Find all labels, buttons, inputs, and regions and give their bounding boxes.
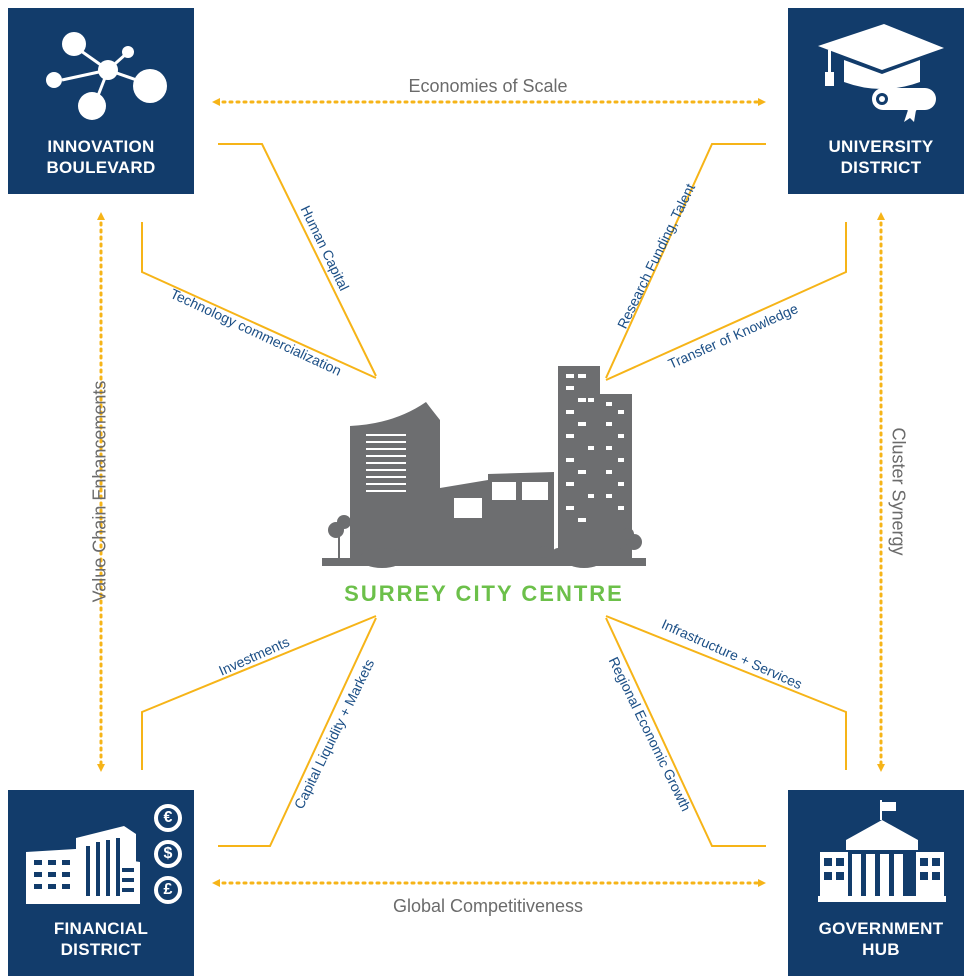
government-building-icon: [818, 800, 946, 902]
relation-global-competitiveness: Global Competitiveness: [392, 896, 584, 916]
node-label-line1: UNIVERSITY: [828, 137, 934, 156]
link-line-government-bottom: [605, 617, 766, 847]
node-label-line1: GOVERNMENT: [818, 919, 944, 938]
node-label-line2: BOULEVARD: [46, 158, 156, 177]
link-line-financial-bottom: [218, 617, 377, 847]
node-label-line1: FINANCIAL: [53, 919, 149, 938]
node-label-line2: DISTRICT: [60, 940, 142, 959]
graduation-cap-diploma-icon: [818, 24, 944, 122]
link-line-university-top: [605, 143, 766, 379]
currency-dollar-symbol: $: [163, 845, 173, 862]
molecule-icon: [46, 32, 167, 120]
node-label-line2: DISTRICT: [840, 158, 922, 177]
office-buildings-currency-icon: [26, 804, 182, 904]
center-label: SURREY CITY CENTRE: [344, 581, 624, 606]
node-financial-district: € $ £ FINANCIAL DISTRICT: [8, 790, 194, 976]
relation-cluster-synergy: Cluster Synergy: [888, 427, 909, 556]
city-skyline-icon: [322, 366, 646, 568]
link-line-government-right: [605, 615, 847, 770]
node-innovation-boulevard: INNOVATION BOULEVARD: [8, 8, 194, 194]
node-government-hub: GOVERNMENT HUB: [788, 790, 964, 976]
currency-euro-symbol: €: [163, 809, 173, 826]
link-line-innovation-left: [141, 222, 377, 379]
node-label-line2: HUB: [862, 940, 900, 959]
node-label-line1: INNOVATION: [47, 137, 155, 156]
currency-pound-symbol: £: [163, 881, 173, 898]
relation-value-chain-enhancements: Value Chain Enhancements: [89, 380, 110, 603]
link-line-innovation-top: [218, 143, 377, 377]
relation-economies-of-scale: Economies of Scale: [408, 76, 568, 96]
link-line-financial-left: [141, 615, 377, 770]
node-university-district: UNIVERSITY DISTRICT: [788, 8, 964, 194]
link-line-university-right: [605, 222, 847, 381]
